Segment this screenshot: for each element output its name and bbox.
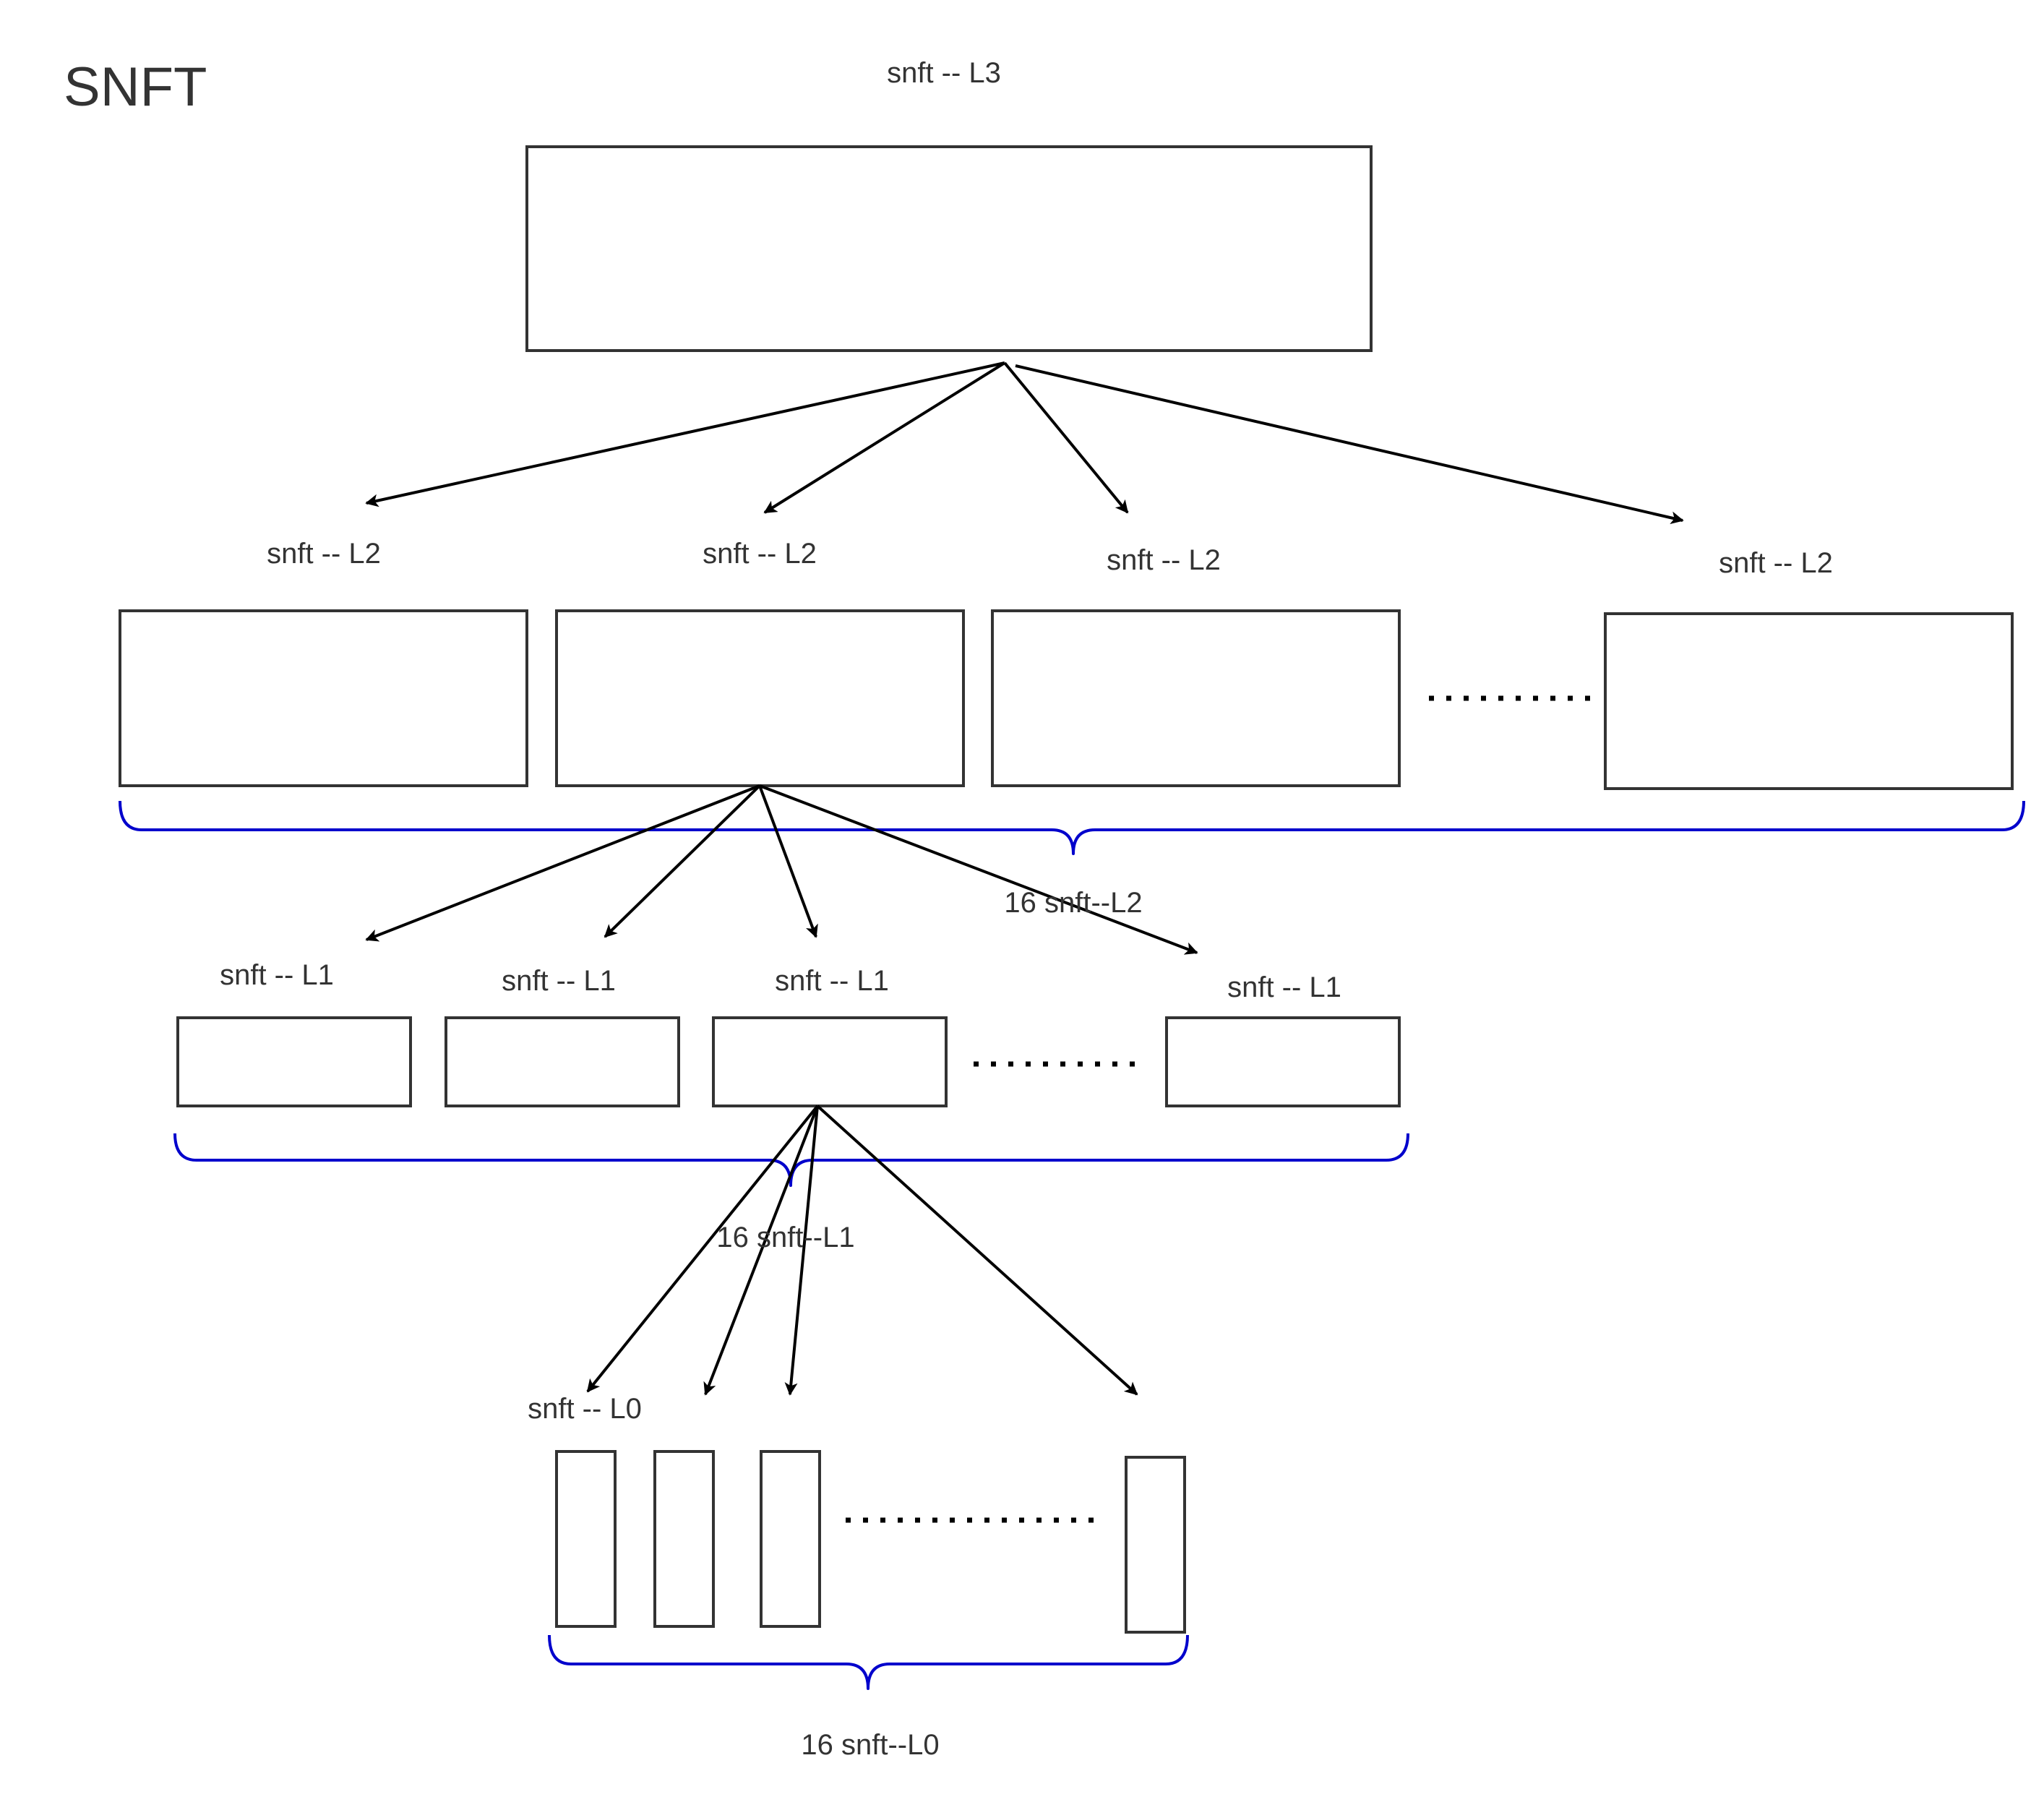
l0-group-label: 16 snft--L0 (801, 1729, 939, 1761)
arrow-l2-to-l1-4 (759, 784, 1198, 955)
arrow-l2-to-l1-2 (604, 784, 761, 938)
l0-node-3 (760, 1450, 821, 1628)
l2-label-2: snft -- L2 (703, 538, 817, 570)
l0-group-brace (548, 1634, 1189, 1690)
arrow-l3-to-l2-2 (763, 361, 1006, 514)
arrow-l1-to-l0-3 (784, 1105, 819, 1396)
arrow-l2-to-l1-3 (758, 785, 818, 938)
l1-group-label: 16 snft--L1 (716, 1222, 854, 1253)
l0-node-2 (653, 1450, 715, 1628)
l2-node-3 (991, 609, 1401, 787)
diagram-title: SNFT (64, 56, 207, 118)
l0-node-1 (555, 1450, 617, 1628)
l3-node (525, 145, 1373, 352)
l2-label-1: snft -- L2 (267, 538, 381, 570)
l0-node-4 (1125, 1456, 1186, 1634)
arrow-l3-to-l2-4 (1015, 364, 1684, 525)
arrow-l2-to-l1-1 (365, 784, 760, 942)
arrow-l1-to-l0-2 (703, 1105, 819, 1396)
l2-node-1 (119, 609, 528, 787)
l2-node-2 (555, 609, 965, 787)
l3-label: snft -- L3 (887, 57, 1001, 89)
l1-node-3 (712, 1016, 948, 1107)
arrow-l3-to-l2-1 (365, 361, 1005, 507)
l2-label-4: snft -- L2 (1719, 547, 1833, 579)
l1-label-3: snft -- L1 (775, 965, 889, 997)
arrow-l3-to-l2-3 (1003, 361, 1129, 514)
l1-node-4 (1165, 1016, 1401, 1107)
arrow-l1-to-l0-4 (816, 1105, 1138, 1396)
l2-group-brace (119, 800, 2025, 855)
l1-label-4: snft -- L1 (1227, 972, 1341, 1003)
arrow-l1-to-l0-1 (586, 1105, 819, 1393)
l1-node-2 (445, 1016, 680, 1107)
l2-label-3: snft -- L2 (1107, 544, 1221, 576)
l1-label-2: snft -- L1 (502, 965, 616, 997)
l0-label: snft -- L0 (528, 1393, 642, 1425)
l1-label-1: snft -- L1 (220, 959, 334, 991)
l2-node-4 (1604, 612, 2014, 790)
l1-group-brace (173, 1133, 1409, 1187)
l1-node-1 (176, 1016, 412, 1107)
l2-group-label: 16 snft--L2 (1004, 887, 1142, 919)
